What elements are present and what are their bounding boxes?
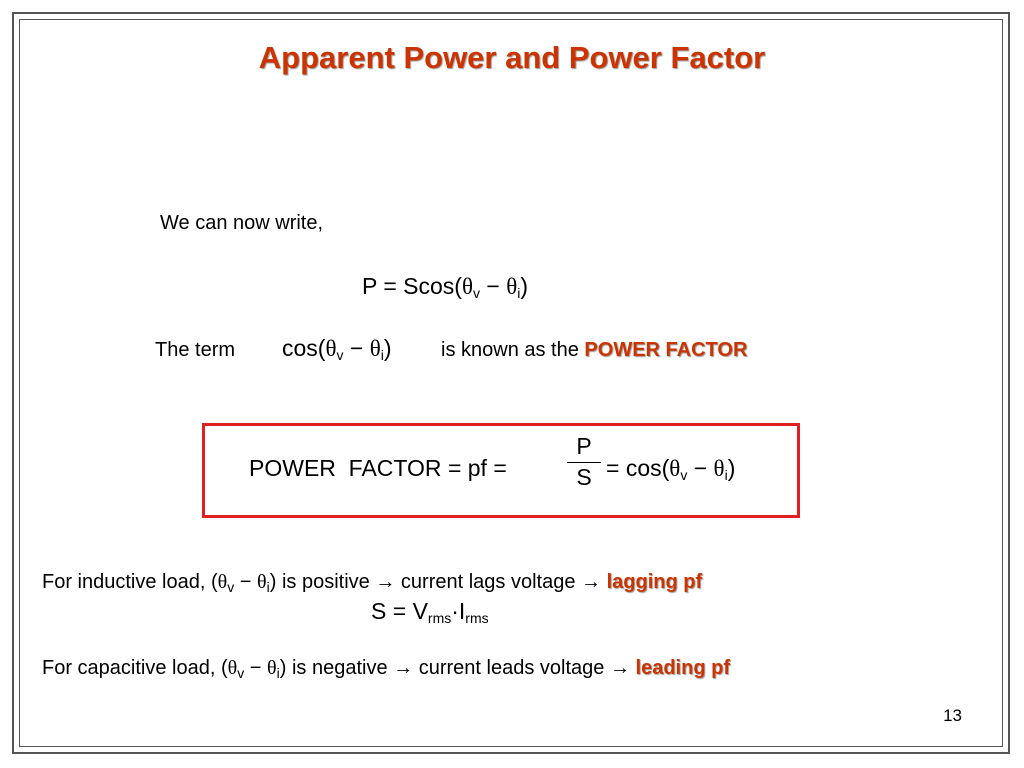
power-factor-box (202, 423, 800, 518)
boxed-equation-left: POWER FACTOR = pf = (249, 455, 507, 482)
inductive-minus: − (239, 571, 252, 593)
inductive-mid: current lags voltage (400, 571, 576, 593)
eq1-sub-i: i (517, 285, 521, 301)
term-prefix: The term (155, 339, 236, 361)
eq1-equals: = (383, 273, 397, 299)
capacitive-sub-v: v (237, 665, 245, 681)
s-eq-i: I (458, 598, 466, 624)
boxed-label: POWER FACTOR (249, 455, 442, 481)
boxed-equals-1: = (447, 455, 462, 481)
eq1-minus: − (486, 273, 500, 299)
inductive-sub-v: v (227, 579, 235, 595)
boxed-pf: pf (467, 455, 487, 481)
term-theta-v: θ (325, 336, 337, 361)
right-arrow-icon: → (581, 571, 602, 593)
leading-pf-highlight: leading pf (635, 657, 730, 679)
s-eq-equals: = (392, 598, 407, 624)
boxed-equals-3: = (606, 455, 620, 481)
eq1-theta-v: θ (461, 274, 473, 299)
capacitive-load-line: For capacitive load, (θv − θi) is negati… (42, 657, 730, 680)
term-theta-i: θ (369, 336, 381, 361)
inductive-prefix: For inductive load, ( (42, 571, 218, 593)
term-expression: cos(θv − θi) (282, 335, 392, 362)
boxed-sub-i: i (724, 467, 728, 483)
eq1-theta-i: θ (506, 274, 518, 299)
inductive-suffix: ) is positive (269, 571, 370, 593)
capacitive-sub-i: i (276, 665, 280, 681)
inductive-sub-i: i (266, 579, 270, 595)
boxed-fraction: P S (567, 433, 601, 491)
boxed-equation-right: = cos(θv − θi) (606, 455, 735, 482)
eq1-sub-v: v (472, 285, 480, 301)
slide-frame-outer (12, 12, 1010, 754)
apparent-power-equation: S = Vrms·Irms (371, 598, 489, 625)
term-close: ) (383, 335, 392, 361)
inductive-load-line: For inductive load, (θv − θi) is positiv… (42, 571, 702, 594)
term-sub-i: i (380, 347, 384, 363)
s-eq-lhs: S (371, 598, 387, 624)
capacitive-minus: − (249, 657, 262, 679)
boxed-close: ) (727, 455, 736, 481)
term-sub-v: v (336, 347, 344, 363)
intro-text: We can now write, (160, 212, 324, 234)
s-eq-sub-i: rms (465, 610, 489, 626)
capacitive-mid: current leads voltage (418, 657, 605, 679)
slide-frame-inner (19, 19, 1003, 747)
boxed-sub-v: v (680, 467, 688, 483)
term-minus: − (349, 335, 364, 361)
term-middle: is known as the (441, 339, 579, 361)
right-arrow-icon: → (609, 657, 630, 679)
term-cos: cos( (282, 335, 326, 361)
boxed-theta-i: θ (713, 456, 725, 481)
right-arrow-icon: → (375, 571, 396, 593)
boxed-theta-v: θ (669, 456, 681, 481)
page-number: 13 (943, 706, 962, 725)
term-suffix: is known as the POWER FACTOR (441, 339, 747, 362)
eq1-s: S (403, 273, 419, 299)
inductive-theta-v: θ (217, 571, 228, 593)
lagging-pf-highlight: lagging pf (606, 571, 703, 593)
capacitive-suffix: ) is negative (279, 657, 388, 679)
eq1-cos: cos( (418, 273, 462, 299)
fraction-numerator: P (576, 433, 592, 459)
power-equation: P = Scos(θv − θi) (362, 273, 528, 300)
power-factor-highlight: POWER FACTOR (584, 339, 748, 361)
capacitive-prefix: For capacitive load, ( (42, 657, 228, 679)
boxed-equals-2: = (493, 455, 507, 481)
fraction-bar (567, 462, 601, 463)
capacitive-theta-v: θ (227, 657, 238, 679)
eq1-lhs: P (362, 273, 377, 299)
s-eq-dot: · (451, 598, 459, 624)
s-eq-v: V (412, 598, 428, 624)
capacitive-theta-i: θ (267, 657, 277, 679)
boxed-minus: − (693, 455, 708, 481)
boxed-cos: cos( (625, 455, 670, 481)
right-arrow-icon: → (393, 657, 414, 679)
fraction-denominator: S (576, 464, 592, 490)
inductive-theta-i: θ (257, 571, 267, 593)
s-eq-sub-v: rms (427, 610, 452, 626)
slide-title: Apparent Power and Power Factor (258, 40, 766, 75)
eq1-close: ) (520, 273, 529, 299)
